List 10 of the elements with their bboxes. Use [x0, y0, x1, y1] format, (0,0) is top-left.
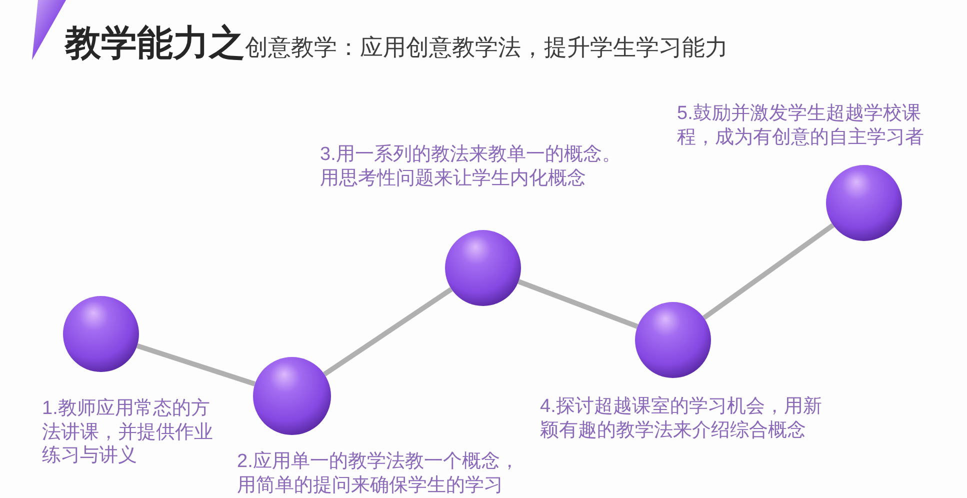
step-text: 3.用一系列的教法来教单一的概念。用思考性问题来让学生内化概念 — [320, 143, 622, 190]
connector-line — [323, 287, 453, 376]
connector-line — [136, 343, 256, 386]
connector-line — [518, 279, 638, 329]
connector-line — [702, 223, 835, 320]
step-text: 1.教师应用常态的方法讲课，并提供作业练习与讲义 — [42, 397, 214, 468]
title: 教学能力之创意教学：应用创意教学法，提升学生学习能力 — [65, 22, 728, 65]
step-text: 4.探讨超越课室的学习机会，用新颖有趣的教学法来介绍综合概念 — [540, 395, 823, 442]
step-text: 2.应用单一的教学法教一个概念，用简单的提问来确保学生的学习 — [237, 450, 520, 497]
step-text: 5.鼓励并激发学生超越学校课程，成为有创意的自主学习者 — [677, 102, 925, 149]
